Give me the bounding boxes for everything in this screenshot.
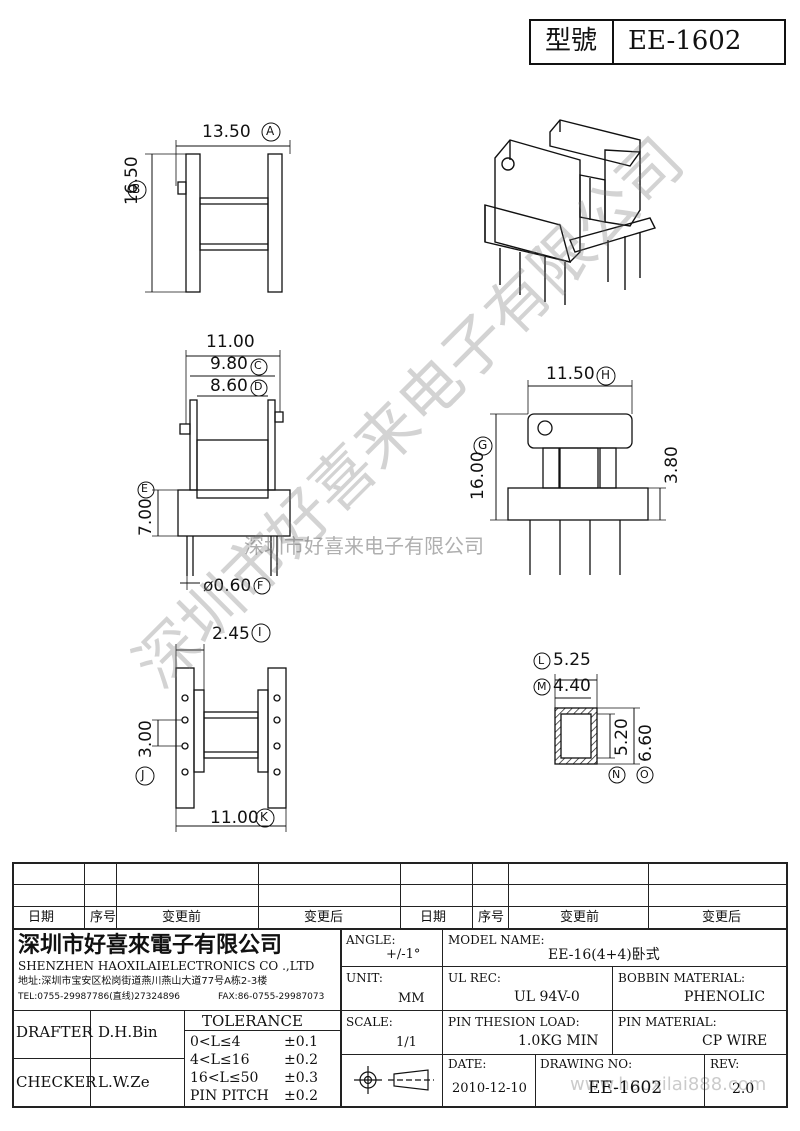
rev-header-seq-2: 序号 — [478, 910, 505, 925]
callout-h: H — [601, 368, 611, 382]
callout-m: M — [537, 680, 547, 693]
rev-header-before: 变更前 — [162, 910, 202, 925]
dim-f-value: ø0.60 — [203, 576, 252, 596]
callout-l: L — [538, 654, 545, 667]
callout-a: A — [266, 124, 275, 138]
date-value: 2010-12-10 — [452, 1081, 527, 1096]
model-label: 型號 — [545, 26, 598, 56]
callout-k: K — [260, 810, 268, 824]
side-view — [490, 380, 666, 575]
company-name-en: SHENZHEN HAOXILAIELECTRONICS CO .,LTD — [18, 959, 315, 973]
company-fax: FAX:86-0755-29987073 — [218, 992, 325, 1002]
rev-header-date: 日期 — [28, 910, 55, 925]
dim-h-value: 11.50 — [546, 364, 595, 384]
model-header-box — [529, 19, 786, 65]
tolerance-range-3: 16<L≤50 — [190, 1070, 259, 1086]
callout-g: G — [478, 438, 488, 452]
company-name-cn: 深圳市好喜來電子有限公司 — [18, 932, 283, 958]
pin-tension-label: PIN THESION LOAD: — [448, 1015, 580, 1029]
dim-j-value: 3.00 — [136, 720, 156, 758]
tolerance-value-3: ±0.3 — [284, 1070, 318, 1086]
rev-header-before-2: 变更前 — [560, 910, 600, 925]
rev-header-after-2: 变更后 — [702, 910, 742, 925]
pin-material-label: PIN MATERIAL: — [618, 1015, 717, 1029]
tolerance-label: TOLERANCE — [202, 1012, 303, 1030]
dim-g-value: 16.00 — [468, 451, 488, 500]
unit-label: UNIT: — [346, 971, 383, 985]
drawing-no-value: EE-1602 — [588, 1078, 663, 1098]
dim-l-value: 5.25 — [553, 650, 591, 670]
angle-label: ANGLE: — [346, 933, 396, 947]
title-block: 日期 序号 变更前 变更后 日期 序号 变更前 变更后 深圳市好喜來電子有限公司… — [12, 862, 788, 1108]
dim-k-value: 11.00 — [210, 808, 259, 828]
tolerance-range-2: 4<L≤16 — [190, 1052, 250, 1068]
tolerance-value-4: ±0.2 — [284, 1088, 318, 1104]
cross-section-view — [554, 674, 640, 765]
ul-rec-value: UL 94V-0 — [514, 989, 580, 1005]
ul-rec-label: UL REC: — [448, 971, 501, 985]
company-tel: TEL:0755-29987786(直线)27324896 — [18, 992, 181, 1002]
callout-e: E — [141, 482, 148, 495]
tolerance-range-4: PIN PITCH — [190, 1088, 269, 1104]
model-number: EE-1602 — [628, 26, 742, 56]
dim-e-value: 7.00 — [136, 498, 156, 536]
pin-tension-value: 1.0KG MIN — [518, 1033, 599, 1049]
callout-n: N — [612, 768, 621, 781]
date-label: DATE: — [448, 1057, 487, 1071]
dim-b-value: 16.50 — [122, 156, 142, 205]
dim-overall-width: 11.00 — [206, 332, 255, 352]
technical-drawing — [127, 19, 786, 832]
drawing-no-label: DRAWING NO: — [540, 1057, 633, 1071]
bobbin-material-label: BOBBIN MATERIAL: — [618, 971, 746, 985]
model-name-label: MODEL NAME: — [448, 933, 545, 947]
bottom-view — [152, 644, 287, 832]
scale-value: 1/1 — [396, 1035, 417, 1050]
projection-symbol-icon — [354, 1066, 434, 1094]
angle-value: +/-1° — [386, 947, 421, 962]
dim-m-value: 4.40 — [553, 676, 591, 696]
dim-n-value: 5.20 — [612, 718, 632, 756]
dim-c-value: 9.80 — [210, 354, 248, 374]
checker-label: CHECKER — [16, 1073, 97, 1091]
callout-f: F — [257, 579, 264, 592]
model-name-value: EE-16(4+4)卧式 — [548, 947, 660, 963]
front-view — [152, 350, 291, 590]
rev-value: 2.0 — [732, 1081, 755, 1097]
callout-d: D — [254, 380, 263, 393]
tolerance-value-2: ±0.2 — [284, 1052, 318, 1068]
rev-header-after: 变更后 — [304, 910, 344, 925]
callout-c: C — [254, 359, 262, 372]
tolerance-range-1: 0<L≤4 — [190, 1034, 241, 1050]
dim-a-value: 13.50 — [202, 122, 251, 142]
tolerance-value-1: ±0.1 — [284, 1034, 318, 1050]
bobbin-material-value: PHENOLIC — [684, 989, 766, 1005]
rev-label: REV: — [710, 1057, 740, 1071]
dim-height-value: 3.80 — [662, 446, 682, 484]
unit-value: MM — [398, 991, 425, 1006]
checker-value: L.W.Ze — [98, 1073, 150, 1091]
callout-i: I — [258, 625, 262, 639]
dim-d-value: 8.60 — [210, 376, 248, 396]
company-address: 地址:深圳市宝安区松岗街道燕川燕山大道77号A栋2-3楼 — [18, 976, 268, 987]
rev-header-date-2: 日期 — [420, 910, 447, 925]
callout-j: J — [141, 768, 145, 782]
dim-i-value: 2.45 — [212, 624, 250, 644]
callout-circles — [127, 122, 654, 828]
rev-header-seq: 序号 — [90, 910, 117, 925]
callout-o: O — [640, 768, 649, 781]
drafter-label: DRAFTER — [16, 1023, 93, 1041]
dim-o-value: 6.60 — [636, 724, 656, 762]
top-view — [145, 140, 291, 293]
callout-b: B — [132, 182, 141, 196]
drafter-value: D.H.Bin — [98, 1023, 158, 1041]
isometric-view — [484, 119, 656, 305]
scale-label: SCALE: — [346, 1015, 393, 1029]
pin-material-value: CP WIRE — [702, 1033, 768, 1049]
